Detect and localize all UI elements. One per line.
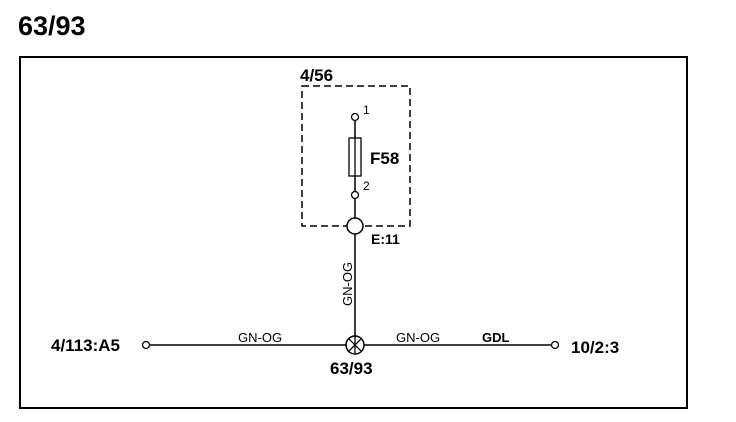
right-terminal-pin [550, 340, 560, 350]
right-wire-tag: GDL [482, 330, 510, 345]
vertical-wire-label: GN-OG [340, 262, 355, 306]
right-terminal-label: 10/2:3 [571, 338, 619, 357]
fuse-label: F58 [370, 149, 399, 168]
fuse-pin-top-label: 1 [363, 103, 370, 117]
left-terminal-pin [141, 340, 151, 350]
diagram-frame [19, 56, 688, 409]
right-wire-label: GN-OG [396, 330, 440, 345]
fuse-pin-top [350, 112, 360, 122]
splice-label: 63/93 [330, 359, 373, 378]
left-terminal-label: 4/113:A5 [51, 336, 120, 355]
page-title: 63/93 [18, 11, 86, 41]
connector-label: E:11 [371, 231, 400, 247]
left-wire-label: GN-OG [238, 330, 282, 345]
fuse-pin-bottom-label: 2 [363, 179, 370, 193]
connector-symbol [346, 217, 364, 235]
splice-symbol [345, 335, 365, 355]
fuse-pin-bottom [350, 190, 360, 200]
component-box-label: 4/56 [300, 66, 333, 85]
